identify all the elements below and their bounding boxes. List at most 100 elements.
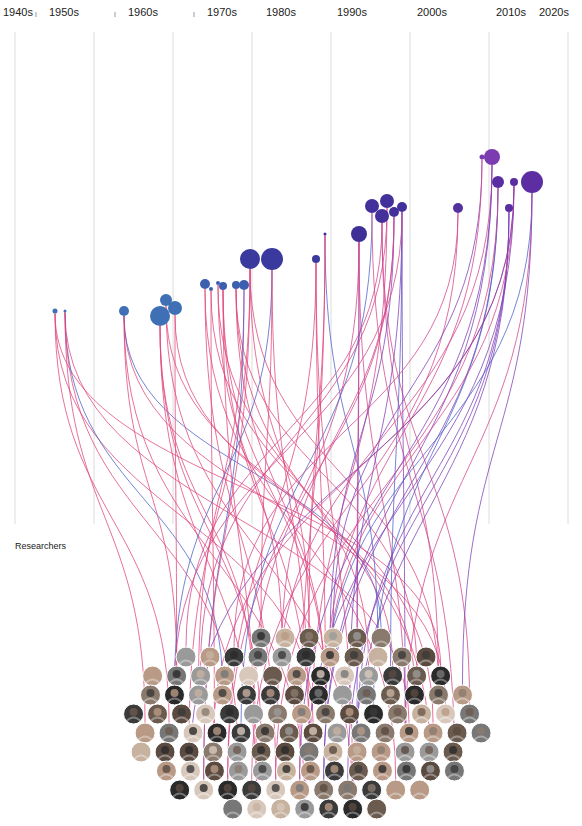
researcher-avatar [140, 685, 160, 705]
researcher-avatar [242, 780, 262, 800]
researcher-avatar [436, 704, 456, 724]
researcher-avatar [392, 647, 412, 667]
researcher-avatar [263, 666, 283, 686]
researcher-avatar [170, 780, 190, 800]
axis-tick [36, 12, 37, 17]
paper-circle [484, 149, 500, 165]
researcher-avatar [124, 704, 144, 724]
researcher-avatar [323, 742, 343, 762]
link-curve [166, 306, 353, 799]
link-curve [218, 285, 282, 647]
decade-label: 1940s [2, 6, 34, 19]
researcher-avatar [356, 685, 376, 705]
researcher-links [55, 160, 532, 800]
link-curve [305, 186, 514, 799]
researcher-avatar [395, 742, 415, 762]
link-curve [198, 290, 244, 685]
link-curve [357, 212, 509, 742]
researcher-avatar [135, 723, 155, 743]
paper-circle [64, 310, 67, 313]
researcher-avatar [319, 799, 339, 819]
researcher-avatar [303, 723, 323, 743]
researcher-avatar [362, 780, 382, 800]
researcher-avatar [471, 723, 491, 743]
researcher-avatar [155, 742, 175, 762]
researcher-avatar [227, 742, 247, 762]
link-curve [174, 212, 402, 685]
paper-circle [380, 194, 394, 208]
researcher-avatar [344, 647, 364, 667]
researcher-avatar [338, 780, 358, 800]
decade-gridlines [15, 12, 568, 524]
researcher-avatar [188, 685, 208, 705]
researcher-avatar [300, 761, 320, 781]
decade-label: 1980s [265, 6, 297, 19]
researcher-avatar [380, 685, 400, 705]
researcher-avatar [296, 647, 316, 667]
researcher-avatar [275, 742, 295, 762]
gridline [489, 32, 490, 524]
researcher-avatar [412, 704, 432, 724]
researcher-avatar [255, 723, 275, 743]
decade-label: 1950s [48, 6, 80, 19]
researcher-avatar [368, 647, 388, 667]
paper-circle [232, 281, 240, 289]
researcher-avatar [335, 666, 355, 686]
researcher-avatar [386, 780, 406, 800]
paper-circle [510, 178, 518, 186]
researcher-avatar [266, 780, 286, 800]
researcher-avatar [359, 666, 379, 686]
researcher-avatar [287, 666, 307, 686]
researcher-avatar [371, 742, 391, 762]
paper-circle [209, 287, 213, 291]
link-curve [324, 188, 498, 780]
researcher-avatar [308, 685, 328, 705]
researcher-avatar [231, 723, 251, 743]
researcher-avatar [204, 761, 224, 781]
researcher-avatar [183, 723, 203, 743]
researcher-avatar [443, 742, 463, 762]
paper-circle [365, 199, 379, 213]
researcher-avatar [196, 704, 216, 724]
researcher-avatar [444, 761, 464, 781]
paper-circle [453, 203, 463, 213]
researcher-avatar [268, 704, 288, 724]
researcher-avatar [131, 742, 151, 762]
link-curve [282, 217, 394, 647]
researcher-avatar [271, 799, 291, 819]
researcher-avatar [143, 666, 163, 686]
researcher-avatar [347, 742, 367, 762]
decade-label: 2000s [416, 6, 448, 19]
researcher-avatar [224, 647, 244, 667]
decade-label: 2020s [538, 6, 570, 19]
researcher-avatar [148, 704, 168, 724]
researcher-avatar [348, 761, 368, 781]
paper-circle [312, 255, 320, 263]
researcher-avatar [340, 704, 360, 724]
researcher-avatar [159, 723, 179, 743]
researcher-avatar [351, 723, 371, 743]
researcher-avatar [179, 742, 199, 762]
section-label: Researchers [14, 541, 67, 552]
paper-circle [119, 306, 129, 316]
researcher-avatar [223, 799, 243, 819]
researcher-avatar [284, 685, 304, 705]
link-curve [324, 165, 492, 780]
paper-circle [150, 306, 170, 326]
researcher-avatar [272, 647, 292, 667]
researcher-avatar [327, 723, 347, 743]
axis-tick [194, 12, 195, 17]
link-curve [390, 212, 402, 685]
paper-circle [397, 202, 407, 212]
researcher-avatar [290, 780, 310, 800]
paper-circle [324, 233, 327, 236]
link-curve [228, 242, 359, 780]
link-curve [353, 212, 509, 799]
researcher-avatar [299, 628, 319, 648]
link-curve [326, 186, 514, 704]
link-curve [357, 242, 359, 628]
paper-circle [521, 171, 543, 193]
researcher-avatar [364, 704, 384, 724]
researcher-avatar [276, 761, 296, 781]
link-curve [278, 165, 492, 704]
